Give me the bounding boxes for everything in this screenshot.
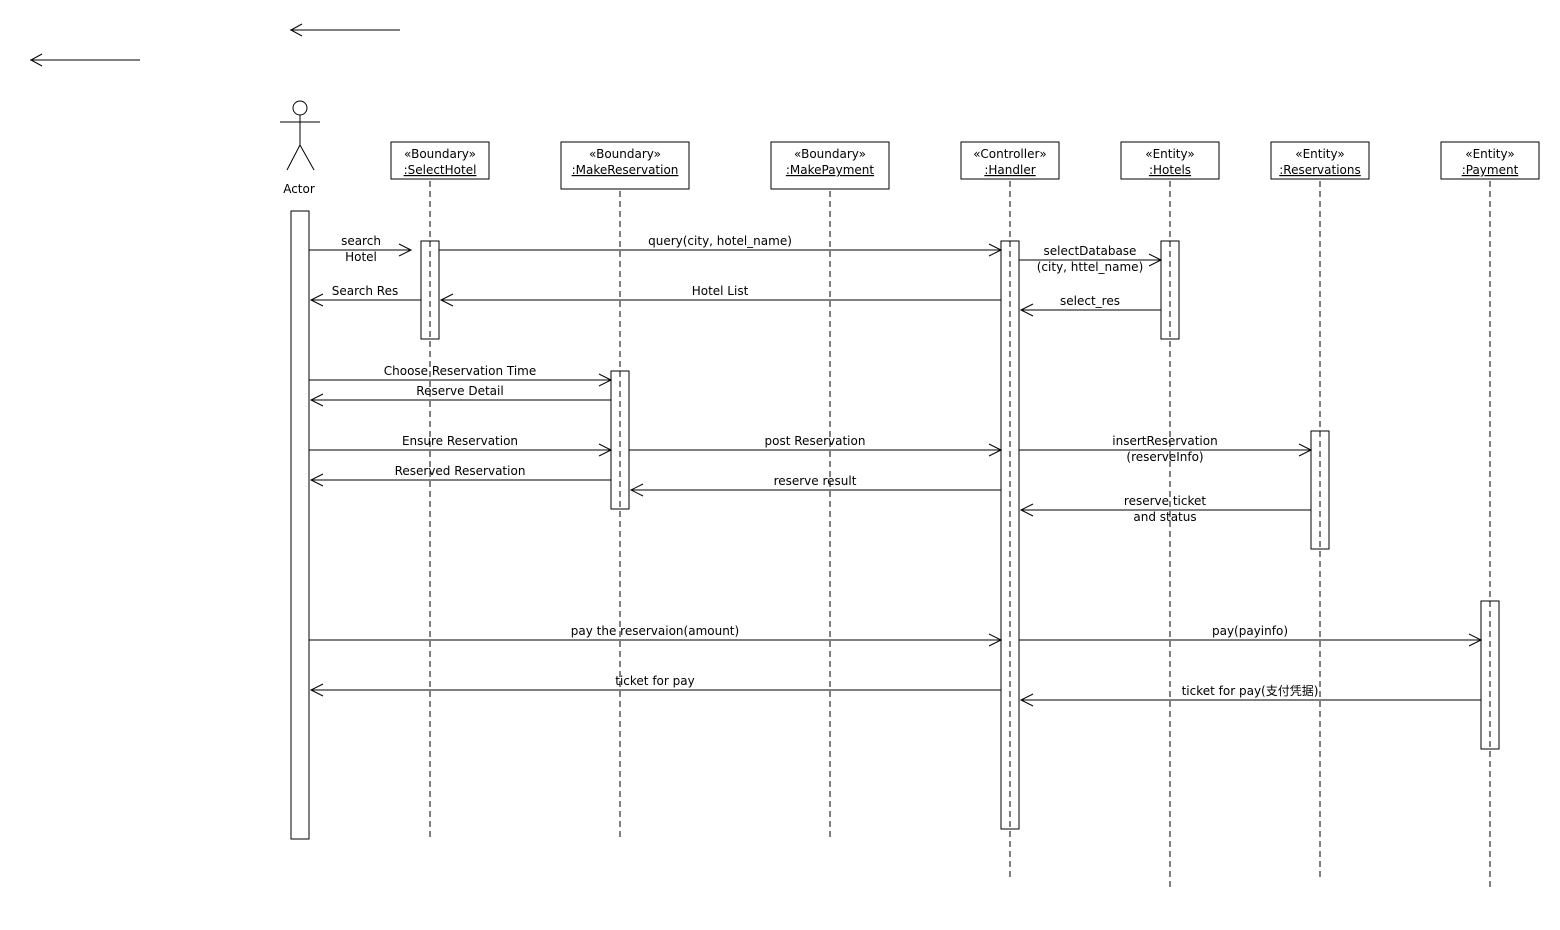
message-hotel-list[interactable]: Hotel List bbox=[439, 284, 1001, 307]
actor-activation bbox=[290, 210, 310, 840]
message-label: selectDatabase bbox=[1044, 244, 1137, 258]
message-reserved-reservation[interactable]: Reserved Reservation bbox=[309, 464, 611, 487]
lifeline-name: :Handler bbox=[984, 163, 1035, 177]
message-label: pay the reservaion(amount) bbox=[571, 624, 739, 638]
lifeline-handler[interactable]: «Controller» :Handler bbox=[960, 141, 1060, 180]
stereotype-entity: «Entity» bbox=[1465, 147, 1515, 161]
message-label: query(city, hotel_name) bbox=[648, 234, 792, 248]
message-label: Reserve Detail bbox=[416, 384, 503, 398]
message-label: Search Res bbox=[332, 284, 398, 298]
message-reserve-ticket[interactable]: reserve ticket and status bbox=[1019, 494, 1311, 524]
activation-selecthotel bbox=[420, 240, 440, 340]
message-ticket-for-pay[interactable]: ticket for pay bbox=[309, 674, 1001, 697]
message-post-reservation[interactable]: post Reservation bbox=[629, 434, 1003, 457]
message-label: ticket for pay bbox=[615, 674, 694, 688]
activation-handler bbox=[1000, 240, 1020, 830]
stereotype-boundary: «Boundary» bbox=[589, 147, 661, 161]
activation-makereservation bbox=[610, 370, 630, 510]
message-ensure-reservation[interactable]: Ensure Reservation bbox=[309, 434, 613, 457]
message-label: Reserved Reservation bbox=[395, 464, 526, 478]
activation-reservations bbox=[1310, 430, 1330, 550]
message-pay-payinfo[interactable]: pay(payinfo) bbox=[1019, 624, 1483, 647]
lifeline-reservations[interactable]: «Entity» :Reservations bbox=[1270, 141, 1370, 180]
lifeline-name: :SelectHotel bbox=[404, 163, 477, 177]
actor-label: Actor bbox=[283, 182, 315, 196]
lifeline-name: :MakeReservation bbox=[572, 163, 679, 177]
message-label: post Reservation bbox=[765, 434, 866, 448]
message-label: insertReservation bbox=[1112, 434, 1217, 448]
lifeline-selecthotel[interactable]: «Boundary» :SelectHotel bbox=[390, 141, 490, 180]
message-reserve-result[interactable]: reserve result bbox=[629, 474, 1001, 497]
lifeline-hotels[interactable]: «Entity» :Hotels bbox=[1120, 141, 1220, 180]
message-label: reserve ticket bbox=[1124, 494, 1206, 508]
message-label: select_res bbox=[1060, 294, 1120, 308]
lifeline-name: :Payment bbox=[1462, 163, 1519, 177]
message-label: (reserveInfo) bbox=[1126, 450, 1203, 464]
actor-figure[interactable] bbox=[280, 100, 320, 171]
message-label: Ensure Reservation bbox=[402, 434, 518, 448]
message-label: and status bbox=[1133, 510, 1196, 524]
message-select-res[interactable]: select_res bbox=[1019, 294, 1161, 317]
stereotype-boundary: «Boundary» bbox=[404, 147, 476, 161]
stray-arrow-left[interactable] bbox=[29, 53, 140, 67]
message-label: search bbox=[341, 234, 381, 248]
lifeline-makereservation[interactable]: «Boundary» :MakeReservation bbox=[560, 141, 690, 190]
message-label: reserve result bbox=[774, 474, 857, 488]
activation-payment bbox=[1480, 600, 1500, 750]
message-query[interactable]: query(city, hotel_name) bbox=[439, 234, 1003, 257]
message-label: Hotel bbox=[345, 250, 377, 264]
message-search-hotel[interactable]: search Hotel bbox=[309, 234, 413, 264]
message-reserve-detail[interactable]: Reserve Detail bbox=[309, 384, 611, 407]
stereotype-entity: «Entity» bbox=[1295, 147, 1345, 161]
message-label: pay(payinfo) bbox=[1212, 624, 1288, 638]
stereotype-controller: «Controller» bbox=[973, 147, 1047, 161]
lifeline-payment[interactable]: «Entity» :Payment bbox=[1440, 141, 1540, 180]
activation-hotels bbox=[1160, 240, 1180, 340]
stereotype-boundary: «Boundary» bbox=[794, 147, 866, 161]
message-ticket-for-pay-receipt[interactable]: ticket for pay(支付凭据) bbox=[1019, 683, 1481, 707]
stereotype-entity: «Entity» bbox=[1145, 147, 1195, 161]
message-label: Choose Reservation Time bbox=[384, 364, 537, 378]
message-select-database[interactable]: selectDatabase (city, httel_name) bbox=[1019, 244, 1163, 274]
lifeline-makepayment[interactable]: «Boundary» :MakePayment bbox=[770, 141, 890, 190]
message-label: ticket for pay(支付凭据) bbox=[1182, 683, 1319, 698]
lifeline-name: :MakePayment bbox=[786, 163, 874, 177]
lifeline-name: :Reservations bbox=[1279, 163, 1361, 177]
message-search-res[interactable]: Search Res bbox=[309, 284, 421, 307]
message-pay-reservation[interactable]: pay the reservaion(amount) bbox=[309, 624, 1003, 647]
stray-arrow-top[interactable] bbox=[289, 23, 400, 37]
lifeline-name: :Hotels bbox=[1149, 163, 1191, 177]
message-insert-reservation[interactable]: insertReservation (reserveInfo) bbox=[1019, 434, 1313, 464]
message-label: Hotel List bbox=[692, 284, 749, 298]
message-choose-reservation-time[interactable]: Choose Reservation Time bbox=[309, 364, 613, 387]
message-label: (city, httel_name) bbox=[1037, 260, 1144, 274]
